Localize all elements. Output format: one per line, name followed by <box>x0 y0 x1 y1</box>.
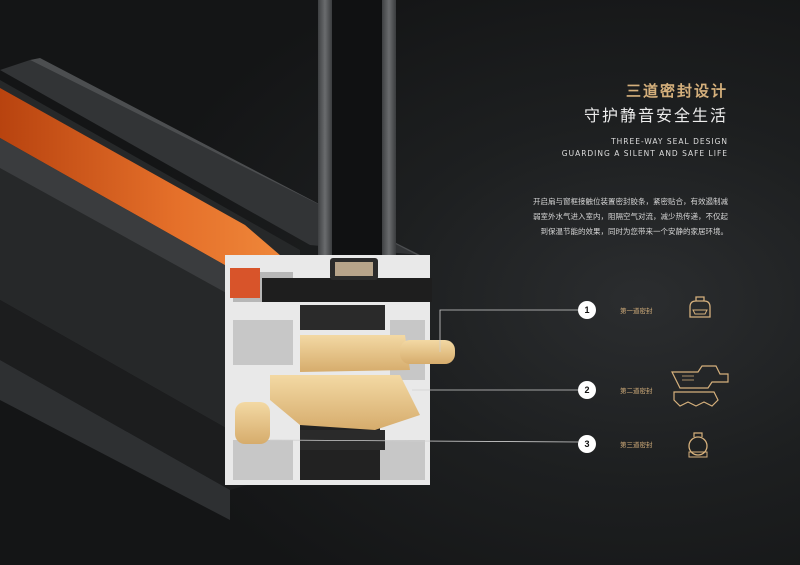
seal-number-badge: 3 <box>578 435 596 453</box>
seal-number-badge: 2 <box>578 381 596 399</box>
seal-strip-1 <box>400 340 455 364</box>
section-title-en: THREE-WAY SEAL DESIGN <box>611 137 728 146</box>
seal-number-badge: 1 <box>578 301 596 319</box>
leader-line-1 <box>439 309 578 352</box>
section-subtitle-en: GUARDING A SILENT AND SAFE LIFE <box>561 149 728 158</box>
seal-strip-main <box>300 335 410 372</box>
foam-seal-bottom <box>300 430 385 450</box>
seal-strip-2 <box>270 375 420 430</box>
seal-3-profile-icon <box>688 432 708 458</box>
seal-1-profile-icon <box>689 296 711 318</box>
leader-line-3 <box>269 439 579 443</box>
glass-pane-left <box>318 0 332 262</box>
seal-strip-3 <box>235 402 270 444</box>
seal-2-profile-icon <box>671 365 729 407</box>
seal-label: 第一道密封 <box>620 307 653 315</box>
description-paragraph: 开启扇与窗框接触位装置密封胶条，紧密贴合，有效遏制减 弱室外水气进入室内，阻隔空… <box>498 194 728 239</box>
seal-label: 第三道密封 <box>620 441 653 449</box>
seal-label: 第二道密封 <box>620 387 653 395</box>
description-line: 到保温节能的效果，同时为您带来一个安静的家居环境。 <box>540 227 729 236</box>
section-subtitle: 守护静音安全生活 <box>583 106 728 125</box>
description-line: 弱室外水气进入室内，阻隔空气对流，减少热传递，不仅起 <box>533 212 728 221</box>
glass-pane-right <box>382 0 396 262</box>
thermal-break-strip <box>0 88 295 268</box>
description-line: 开启扇与窗框接触位装置密封胶条，紧密贴合，有效遏制减 <box>533 197 728 206</box>
foam-seal-top <box>262 278 432 302</box>
section-title: 三道密封设计 <box>625 82 728 100</box>
